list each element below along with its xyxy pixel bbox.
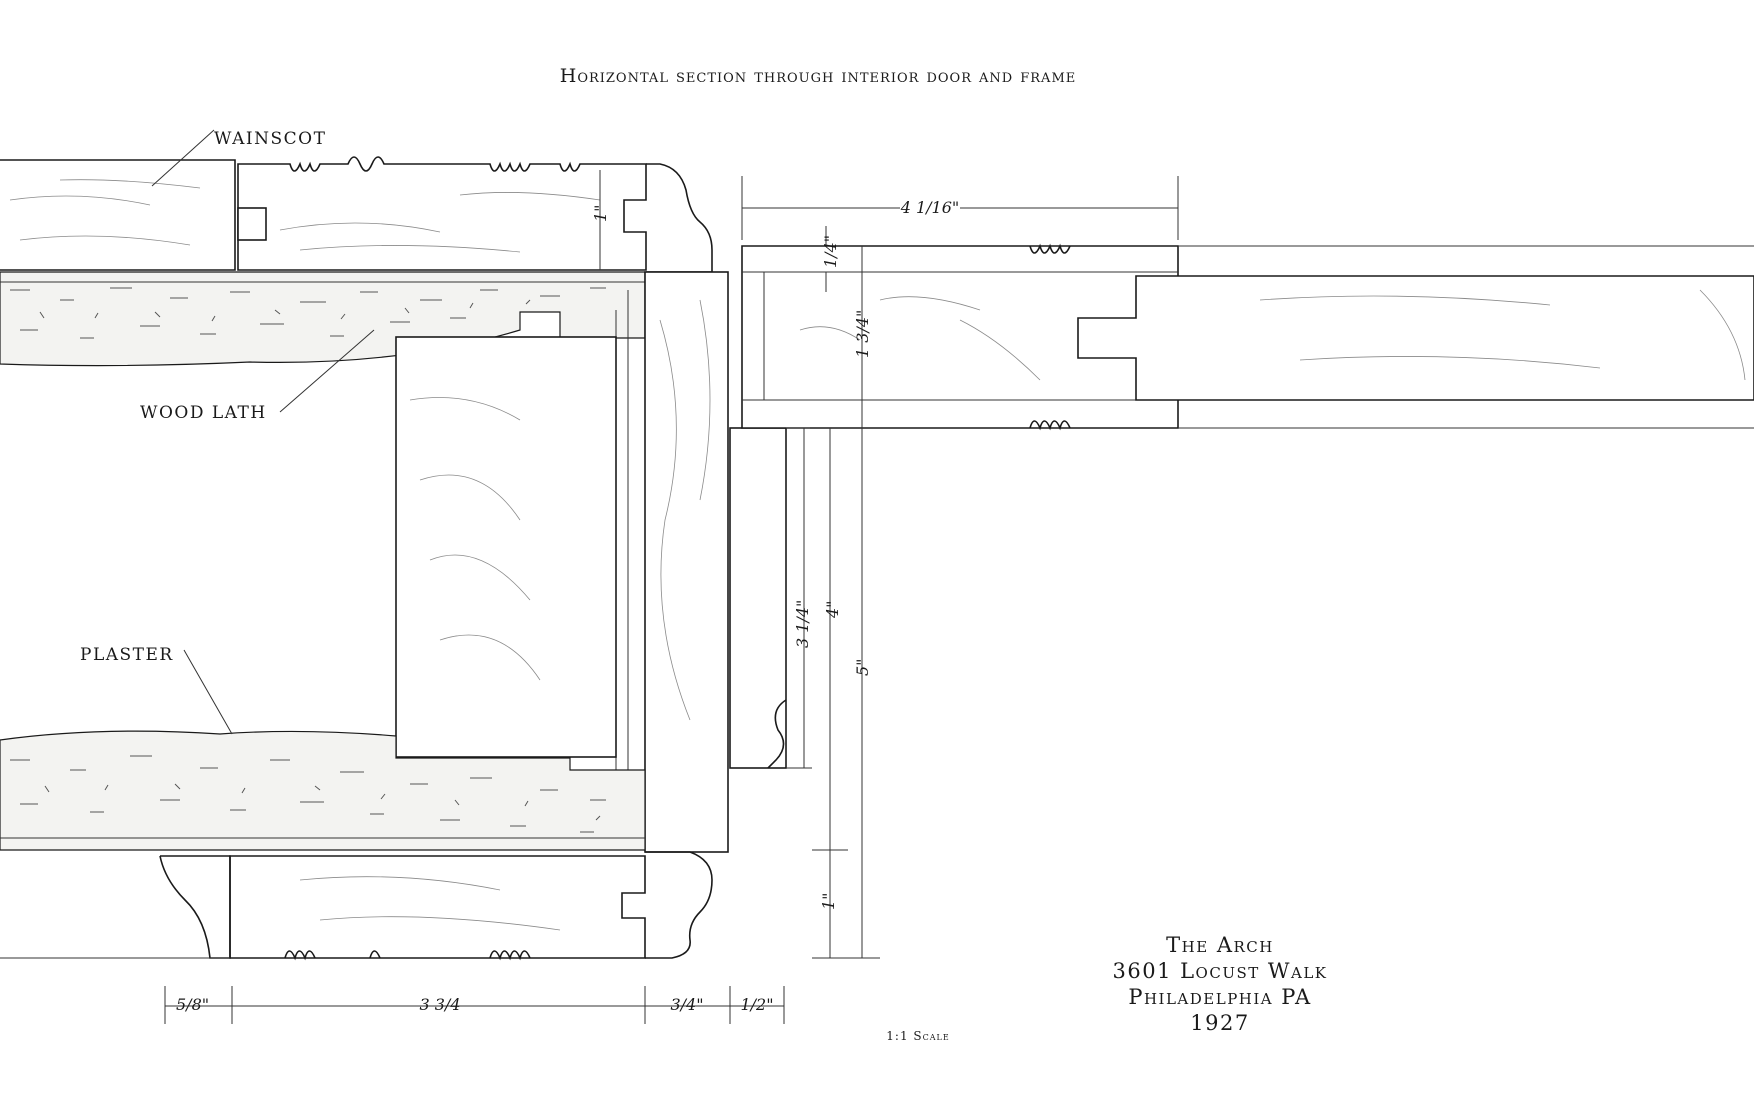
title-block-address: 3601 Locust Walk: [1112, 959, 1327, 983]
dim-3-4: 3/4": [670, 995, 703, 1014]
jamb-board: [644, 271, 729, 853]
scale-note: 1:1 Scale: [886, 1029, 949, 1043]
top-casing: [237, 156, 647, 271]
title-block-name: The Arch: [1166, 933, 1274, 957]
dim-3-3-4: 3 3/4: [419, 995, 460, 1014]
top-wall: [0, 156, 713, 367]
title-block-year: 1927: [1190, 1011, 1249, 1035]
dim-3-1-4: 3 1/4": [793, 600, 812, 648]
dim-5: 5": [853, 658, 872, 676]
dim-1-top: 1": [591, 204, 610, 222]
bottom-cap: [159, 855, 231, 959]
callouts: WAINSCOT WOOD LATH PLASTER: [80, 129, 375, 735]
top-plaster: [0, 271, 646, 367]
door-jamb: [395, 271, 787, 853]
bottom-wall: [0, 730, 713, 961]
door-stop: [729, 427, 787, 769]
label-wood-lath: WOOD LATH: [140, 403, 267, 423]
dim-1-bottom: 1": [819, 892, 838, 910]
top-backband: [646, 163, 713, 273]
wainscot-board: [0, 159, 236, 271]
dim-1-3-4: 1 3/4": [853, 310, 872, 358]
dim-4: 4": [823, 600, 842, 619]
dim-1-4: 1/4": [821, 235, 840, 268]
door-panel: [1077, 275, 1754, 401]
bottom-plaster: [0, 730, 646, 851]
dim-5-8: 5/8": [176, 995, 209, 1014]
door-leaf: [741, 243, 1754, 431]
dim-1-2: 1/2": [740, 995, 773, 1014]
bottom-casing: [229, 855, 646, 959]
drawing-title: Horizontal section through interior door…: [560, 65, 1077, 87]
stud-block: [395, 336, 617, 758]
bottom-backband: [645, 851, 713, 959]
title-block: The Arch 3601 Locust Walk Philadelphia P…: [886, 933, 1327, 1043]
label-wainscot: WAINSCOT: [214, 129, 326, 149]
title-block-city: Philadelphia PA: [1128, 985, 1311, 1009]
dim-4-1-16: 4 1/16": [900, 198, 960, 217]
dimension-lines: 1" 4 1/16" 1/4" 1 3/4" 3 1/4" 4" 5" 1": [164, 170, 1179, 1024]
label-plaster: PLASTER: [80, 645, 174, 665]
